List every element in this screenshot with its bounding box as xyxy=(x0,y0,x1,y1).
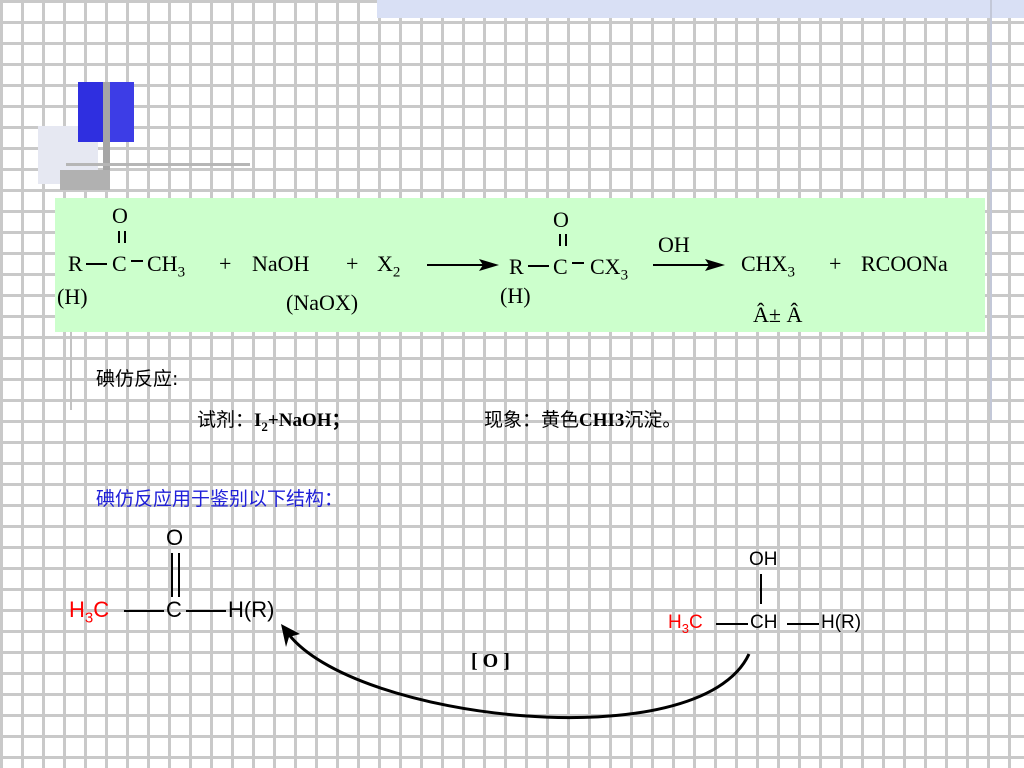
intermediate-double-bond-left xyxy=(559,234,561,246)
intermediate-carbon: C xyxy=(553,254,568,279)
reaction-equation-box: O R C CH3 (H) + NaOH + X2 (NaOX) O R C C… xyxy=(55,198,985,332)
top-decorative-band xyxy=(377,0,1024,18)
carboxylate-product: RCOONa xyxy=(861,251,948,276)
plus-sign-1: + xyxy=(219,251,232,276)
phenomenon-line: 现象：黄色CHI3沉淀。 xyxy=(484,409,682,431)
right-decorative-line xyxy=(990,0,992,420)
intermediate-trihalomethyl: CX3 xyxy=(590,254,629,284)
intermediate-carbonyl-oxygen: O xyxy=(553,207,569,232)
intermediate-bond-r-c xyxy=(528,265,549,267)
hydroxide-label: OH xyxy=(658,232,690,257)
usage-title: 碘仿反应用于鉴别以下结构： xyxy=(96,488,344,510)
plus-sign-2: + xyxy=(346,251,359,276)
intermediate-double-bond-right xyxy=(565,234,567,246)
reactant-bond-c-ch3 xyxy=(131,260,143,262)
reactant-double-bond-right xyxy=(124,231,126,243)
decorative-vertical-rule xyxy=(70,330,72,410)
intermediate-r: R xyxy=(509,254,524,279)
intermediate-bond-c-cx3 xyxy=(572,262,584,264)
iodoform-reaction-title: 碘仿反应: xyxy=(96,368,179,390)
reactant-r: R xyxy=(68,251,83,276)
reactant-carbonyl-oxygen: O xyxy=(112,203,128,228)
haloform-product: CHX3 xyxy=(741,251,795,281)
intermediate-h-alt: (H) xyxy=(500,283,531,308)
naox-alt-reagent: (NaOX) xyxy=(286,290,359,315)
halogen-reagent: X2 xyxy=(377,251,401,281)
oxidation-label: [ O ] xyxy=(471,650,510,672)
decorative-gray-block xyxy=(60,170,110,190)
naoh-reagent: NaOH xyxy=(252,251,310,276)
reactant-h-alt: (H) xyxy=(57,284,88,309)
garbled-precipitate-label: Â± Â xyxy=(753,302,803,327)
decorative-horizontal-rule xyxy=(66,163,250,166)
reactant-carbon: C xyxy=(112,251,127,276)
reaction-arrow-2 xyxy=(653,259,725,271)
reagent-formula: I2+NaOH； xyxy=(254,410,351,434)
reagent-prefix: 试剂： xyxy=(197,409,255,431)
reagent-line: 试剂：I2+NaOH； xyxy=(197,405,351,435)
plus-sign-3: + xyxy=(829,251,842,276)
reactant-double-bond-left xyxy=(118,231,120,243)
reactant-bond-r-c xyxy=(86,263,107,265)
reaction-arrow-1 xyxy=(427,259,499,271)
reactant-methyl: CH3 xyxy=(147,251,186,281)
decorative-gray-bar xyxy=(103,82,110,190)
